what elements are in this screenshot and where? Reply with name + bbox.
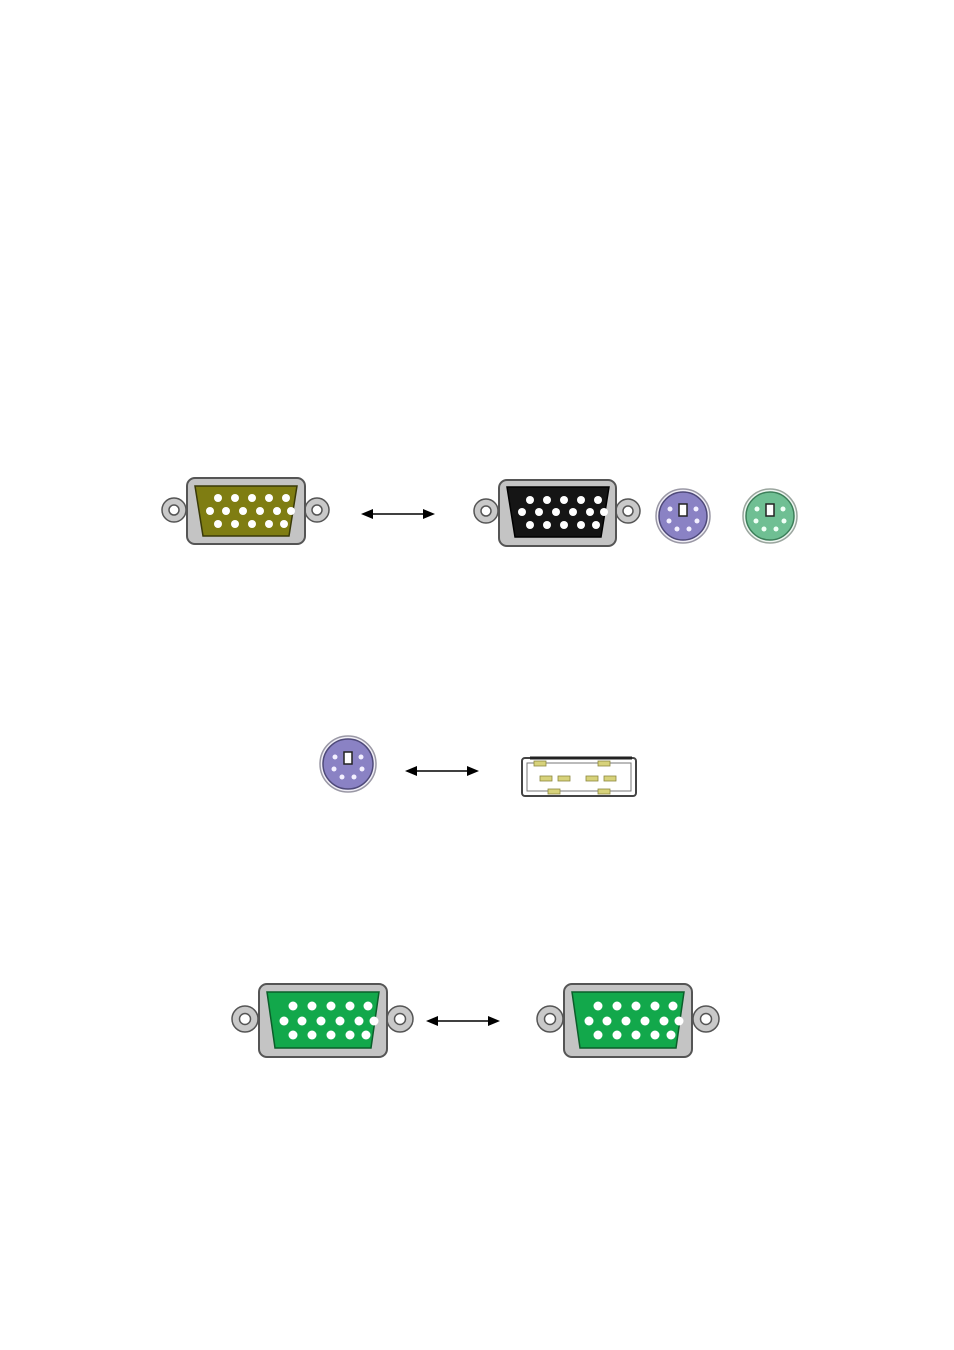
ps2-connector-purple — [656, 489, 710, 543]
db15-connector-green-right — [537, 984, 719, 1057]
double-headed-arrow — [361, 509, 435, 519]
connector-row-3 — [0, 975, 954, 1070]
db15-connector-green-left — [232, 984, 413, 1057]
db15-connector-black — [474, 480, 640, 546]
connector-row-3-art — [0, 975, 954, 1070]
connector-row-2-art — [0, 730, 954, 800]
connector-row-1-art — [0, 470, 954, 560]
ps2-connector-purple — [320, 736, 376, 792]
connector-row-1 — [0, 470, 954, 560]
db15-connector-olive — [162, 478, 329, 544]
usb-a-connector — [522, 758, 636, 796]
double-headed-arrow — [426, 1016, 500, 1026]
ps2-connector-green — [743, 489, 797, 543]
connector-row-2 — [0, 730, 954, 800]
double-headed-arrow — [405, 766, 479, 776]
